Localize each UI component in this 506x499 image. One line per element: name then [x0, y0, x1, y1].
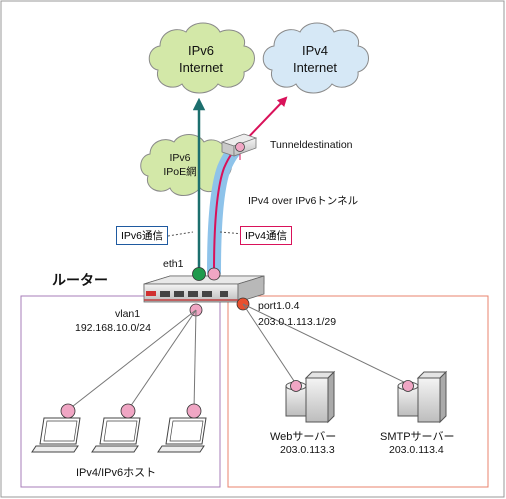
smtp-server — [397, 370, 448, 424]
laptop-2 — [91, 403, 141, 453]
web-server-label: Webサーバー — [270, 431, 337, 443]
ipv6-internet-label: IPv6 Internet — [161, 42, 241, 76]
tunnel-label: IPv4 over IPv6トンネル — [248, 195, 359, 207]
ipv4-comm-tag: IPv4通信 — [240, 226, 293, 245]
laptop-3 — [157, 403, 207, 453]
cloud-line: IPv4 — [301, 43, 328, 58]
vlan-label: vlan1 — [115, 308, 141, 320]
laptop-1 — [31, 403, 81, 453]
ipoe-cloud-label: IPv6 IPoE網 — [150, 151, 210, 179]
eth1-node — [192, 267, 206, 281]
web-server — [285, 370, 336, 424]
tunnel-destination-device — [220, 133, 258, 157]
tunnel-node — [207, 267, 221, 281]
cloud-line: IPv6 — [169, 152, 191, 164]
cloud-line: Internet — [178, 60, 224, 75]
ipv6-internet-cloud — [148, 22, 255, 94]
cloud-line: IPv6 — [187, 43, 214, 58]
cloud-line: IPoE網 — [163, 166, 197, 178]
eth1-label: eth1 — [163, 258, 184, 270]
vlan-address: 192.168.10.0/24 — [75, 322, 151, 334]
smtp-server-address: 203.0.113.4 — [389, 444, 444, 456]
web-server-address: 203.0.113.3 — [280, 444, 335, 456]
smtp-server-label: SMTPサーバー — [380, 431, 455, 443]
ipv6-comm-tag: IPv6通信 — [116, 226, 169, 245]
ipv4-internet-label: IPv4 Internet — [275, 42, 355, 76]
cloud-line: Internet — [292, 60, 338, 75]
port-address: 203.0.1.113.1/29 — [258, 316, 337, 328]
router-label: ルーター — [52, 272, 108, 288]
ipv4-internet-cloud — [262, 22, 369, 94]
hosts-label: IPv4/IPv6ホスト — [76, 467, 157, 479]
router-device — [143, 275, 265, 303]
wan-box — [227, 295, 489, 488]
tunnel-destination-label: Tunneldestination — [270, 139, 353, 151]
lan-box — [20, 295, 221, 488]
port-label: port1.0.4 — [258, 300, 300, 312]
